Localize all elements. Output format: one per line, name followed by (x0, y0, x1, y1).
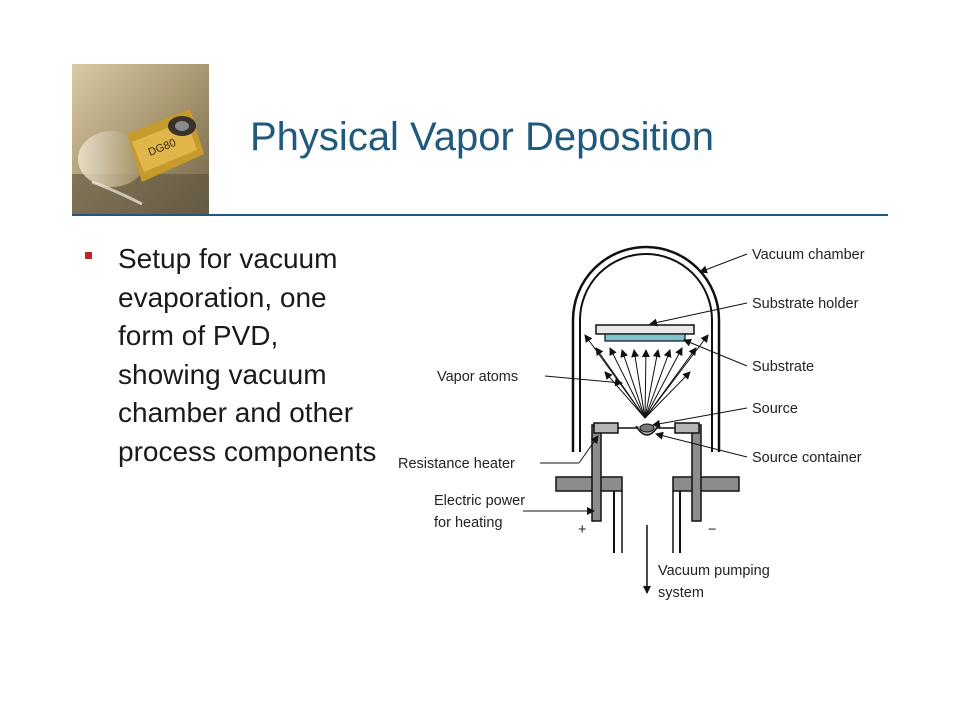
leader-source (652, 407, 748, 428)
title-divider (72, 214, 888, 216)
base-plate-left (555, 476, 623, 492)
leader-vapor-atoms (544, 375, 623, 387)
base-plate-right (672, 476, 740, 492)
label-minus: − (708, 522, 716, 538)
diagram-canvas: Vacuum chamber Substrate holder Substrat… (398, 245, 865, 601)
bell-jar-inner (579, 253, 713, 452)
leader-resistance-heater-b (578, 435, 599, 464)
vapor-atom-arrows (584, 334, 709, 419)
label-pumping-2: system (658, 585, 704, 601)
label-substrate: Substrate (752, 359, 814, 375)
heater-clamp-left (593, 422, 619, 434)
label-electric-power-1: Electric power (434, 493, 525, 509)
leader-substrate-holder (649, 302, 748, 327)
label-plus: + (578, 522, 586, 538)
label-vacuum-chamber: Vacuum chamber (752, 247, 865, 263)
slide-title: Physical Vapor Deposition (250, 115, 714, 159)
vacuum-evaporation-diagram: Vacuum chamber Substrate holder Substrat… (390, 232, 900, 612)
label-electric-power-2: for heating (434, 515, 503, 531)
label-pumping-1: Vacuum pumping (658, 563, 770, 579)
label-source-container: Source container (752, 450, 862, 466)
electrode-right (691, 424, 702, 522)
substrate (604, 333, 686, 342)
electrode-left (591, 424, 602, 522)
heater-clamp-right (674, 422, 700, 434)
label-substrate-holder: Substrate holder (752, 296, 859, 312)
leader-substrate (683, 338, 748, 367)
bell-jar-outer (571, 245, 721, 452)
header-photo: DG80 (72, 64, 209, 215)
bullet-text: Setup for vacuum evaporation, one form o… (118, 243, 377, 467)
bullet-marker (85, 252, 92, 259)
label-source: Source (752, 401, 798, 417)
leader-vacuum-chamber (699, 253, 748, 274)
label-resistance-heater: Resistance heater (398, 456, 515, 472)
source (639, 423, 655, 433)
leader-source-container (655, 431, 748, 458)
substrate-holder (595, 324, 695, 335)
label-vapor-atoms: Vapor atoms (437, 369, 518, 385)
